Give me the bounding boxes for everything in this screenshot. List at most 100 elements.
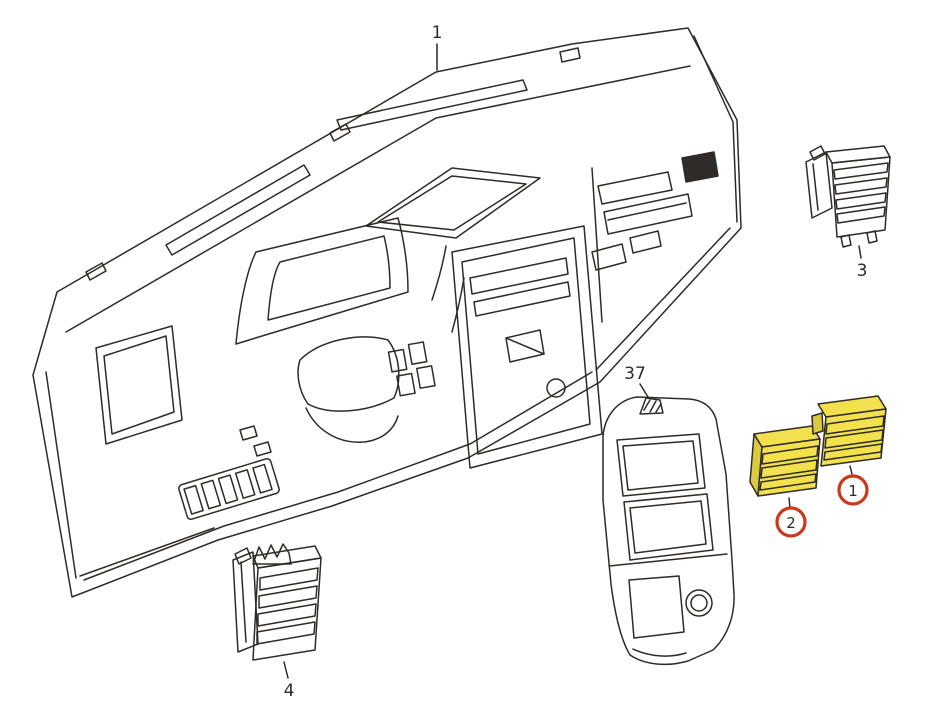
switch-strip bbox=[178, 457, 280, 521]
label-leader-line bbox=[858, 245, 862, 259]
callout-part-1[interactable]: 1 bbox=[837, 474, 869, 506]
switch-hole bbox=[387, 348, 408, 373]
louver bbox=[761, 445, 819, 465]
trim-outline bbox=[602, 396, 735, 666]
trim-opening-upper-inner bbox=[622, 440, 699, 491]
trim-opening-middle bbox=[623, 493, 714, 561]
right-panel-slot-inner bbox=[607, 202, 687, 221]
trim-clip bbox=[639, 397, 664, 415]
vent-part-2-highlighted[interactable] bbox=[749, 425, 821, 509]
switch-blank bbox=[252, 463, 273, 494]
right-panel-detail bbox=[591, 243, 627, 271]
defroster-slot bbox=[336, 79, 528, 131]
label-leader-line bbox=[849, 465, 853, 475]
harness-line bbox=[451, 277, 465, 333]
top-pad-front-edge bbox=[65, 65, 691, 333]
harness-line bbox=[431, 245, 447, 301]
clip-tab bbox=[329, 123, 351, 142]
switch-blank bbox=[217, 474, 239, 505]
trim-opening-lower bbox=[628, 575, 685, 639]
switch-blank bbox=[183, 484, 204, 515]
vent-clip bbox=[811, 412, 824, 435]
vent-clip-hook bbox=[809, 145, 826, 161]
center-stack-opening bbox=[451, 225, 603, 469]
louver bbox=[760, 459, 818, 479]
steering-column-lower bbox=[305, 407, 399, 443]
left-vent-opening-inner bbox=[103, 335, 175, 435]
clip-tab bbox=[85, 262, 107, 281]
trim-bottom-contour bbox=[632, 648, 687, 657]
trim-round-hole bbox=[685, 589, 713, 617]
label-leader-line bbox=[639, 383, 649, 398]
part-label-dashboard: 1 bbox=[432, 23, 443, 43]
vent-front-face bbox=[252, 557, 322, 661]
right-end-contour bbox=[693, 35, 738, 223]
right-panel-edge bbox=[591, 167, 603, 323]
steering-column-shroud bbox=[297, 336, 400, 412]
vent-foot bbox=[840, 234, 852, 248]
trim-opening-middle-inner bbox=[629, 500, 707, 554]
switch-hole bbox=[396, 372, 416, 397]
center-trim-part-37: 37 bbox=[602, 364, 735, 666]
vent-part-1-highlighted[interactable] bbox=[811, 395, 887, 475]
vent-foot bbox=[866, 230, 878, 244]
vent-front-face bbox=[831, 156, 891, 238]
louver bbox=[824, 429, 884, 449]
right-panel-dark-rect bbox=[681, 151, 719, 183]
bottom-contour-left bbox=[83, 371, 593, 581]
callout-circle-2[interactable] bbox=[775, 506, 807, 538]
callout-label-1: 1 bbox=[848, 482, 858, 500]
dashboard-outline bbox=[32, 27, 742, 598]
louver bbox=[835, 192, 887, 210]
label-leader-line bbox=[283, 661, 289, 679]
defroster-slot bbox=[165, 164, 311, 256]
vent-part-3: 3 bbox=[805, 145, 891, 281]
trim-opening-upper bbox=[616, 433, 706, 497]
louver bbox=[833, 162, 889, 180]
part-label-3: 3 bbox=[857, 261, 868, 281]
right-panel-detail bbox=[629, 230, 662, 254]
callout-part-2[interactable]: 2 bbox=[775, 506, 807, 538]
top-display-opening bbox=[365, 167, 541, 239]
radio-slot bbox=[469, 257, 569, 295]
louver bbox=[823, 443, 883, 461]
switch-hole bbox=[416, 365, 436, 389]
cluster-hood bbox=[235, 217, 409, 345]
switch-hole bbox=[407, 341, 428, 366]
trim-clip-hatch bbox=[643, 399, 662, 413]
switch-blank bbox=[234, 469, 256, 499]
part-label-37: 37 bbox=[624, 364, 646, 384]
left-vent-opening bbox=[95, 325, 183, 445]
vent-flange-inner bbox=[812, 163, 819, 211]
louver bbox=[759, 473, 817, 491]
louver bbox=[825, 415, 885, 435]
center-stack-inner bbox=[461, 237, 591, 455]
louver bbox=[834, 177, 888, 195]
louver bbox=[258, 585, 318, 609]
vent-clip-spring bbox=[252, 543, 292, 565]
vent-flange-inner bbox=[240, 561, 247, 643]
lower-trim-line bbox=[79, 527, 215, 577]
switch-blank bbox=[200, 479, 222, 510]
top-display-opening-inner bbox=[377, 175, 527, 231]
label-leader-line bbox=[788, 497, 791, 509]
stack-bracket-diagonal bbox=[505, 337, 545, 355]
right-panel-slot bbox=[603, 193, 693, 235]
part-label-4: 4 bbox=[284, 681, 295, 701]
switch-grid bbox=[387, 341, 436, 397]
bottom-contour-right bbox=[595, 227, 731, 371]
radio-slot bbox=[473, 281, 571, 317]
left-end-contour bbox=[45, 371, 77, 579]
trim-round-hole-inner bbox=[690, 594, 708, 612]
bracket bbox=[239, 425, 258, 441]
switch-strip-frame bbox=[178, 457, 280, 521]
right-panel-slot bbox=[597, 171, 673, 205]
dashboard-assembly: 1 bbox=[32, 23, 742, 598]
callout-label-2: 2 bbox=[786, 514, 796, 532]
callout-circle-1[interactable] bbox=[837, 474, 869, 506]
trim-divider bbox=[608, 553, 728, 567]
cluster-opening bbox=[267, 235, 391, 321]
bracket bbox=[253, 441, 272, 457]
